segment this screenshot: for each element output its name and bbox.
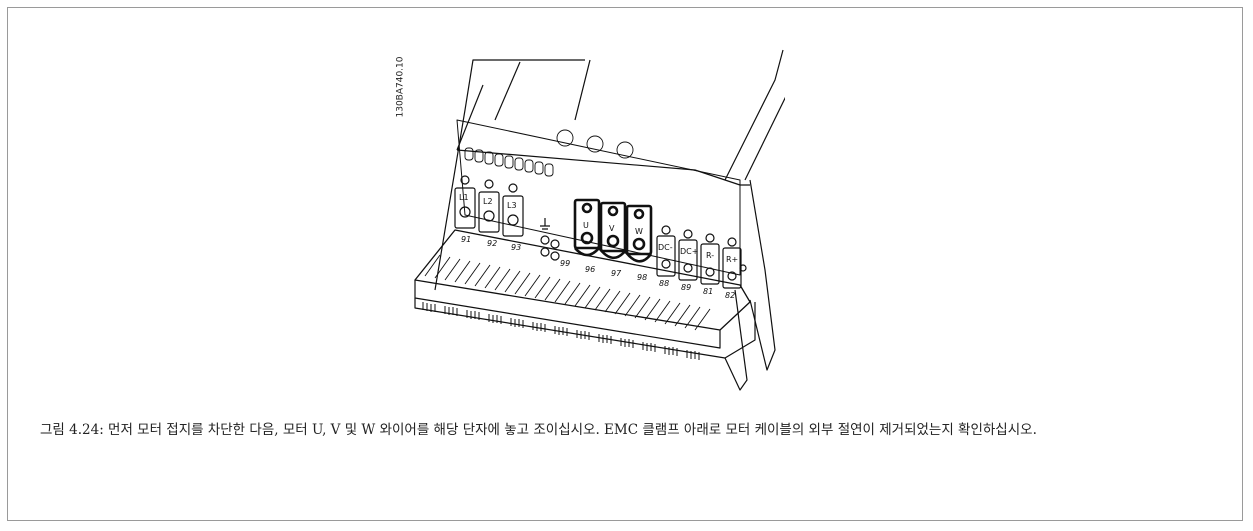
cabinet-right-edge-2	[744, 96, 785, 181]
terminal-number: 93	[511, 243, 521, 252]
terminal-label: L1	[459, 193, 469, 202]
cabinet-right-side	[749, 179, 776, 371]
terminal-number: 98	[637, 273, 647, 282]
dc-brake-terminals	[656, 225, 742, 289]
earth-terminal	[540, 218, 560, 261]
cabinet-right-edge	[724, 49, 784, 181]
mains-terminals	[454, 175, 524, 237]
terminal-number: 97	[611, 269, 622, 278]
terminal-number: 88	[659, 279, 669, 288]
drive-illustration: L1 L2 L3 91 92 93 99 U V W 96 97 9	[395, 40, 785, 405]
terminal-number: 89	[681, 283, 691, 292]
base-bracket	[724, 289, 748, 391]
deck-front	[414, 280, 721, 349]
terminal-label: DC+	[680, 247, 698, 256]
terminal-number: 99	[560, 259, 570, 268]
cabinet-line	[574, 59, 591, 121]
drive-drawing: L1 L2 L3 91 92 93 99 U V W 96 97 9	[414, 49, 785, 391]
motor-terminals	[573, 198, 653, 263]
terminal-label: R+	[726, 255, 738, 264]
mains-labels: L1 L2 L3 91 92 93	[459, 193, 521, 252]
vent-holes	[464, 129, 634, 177]
cabinet-line	[456, 84, 484, 151]
terminal-label: U	[583, 221, 589, 230]
dc-brake-labels: DC- DC+ R- R+ 88 89 81 82	[658, 243, 738, 300]
terminal-number: 81	[703, 287, 713, 296]
terminal-label: R-	[706, 251, 714, 260]
mounting-hole	[739, 264, 747, 272]
top-panel-edge	[456, 149, 750, 186]
figure-frame	[7, 7, 1243, 521]
terminal-label: DC-	[658, 243, 673, 252]
figure-caption: 그림 4.24: 먼저 모터 접지를 차단한 다음, 모터 U, V 및 W 와…	[40, 422, 1037, 438]
terminal-number: 91	[461, 235, 471, 244]
terminal-label: W	[635, 227, 643, 236]
terminal-number: 82	[725, 291, 735, 300]
terminal-label: V	[609, 224, 615, 233]
terminal-deck	[414, 229, 751, 331]
deck-hatching	[424, 254, 711, 331]
terminal-number: 92	[487, 239, 497, 248]
cabinet-left-edge	[434, 59, 585, 291]
cabinet-line	[494, 61, 521, 121]
terminal-label: L2	[483, 197, 493, 206]
motor-labels: U V W 96 97 98	[583, 221, 647, 282]
base-slots	[422, 302, 700, 360]
terminal-label: L3	[507, 201, 517, 210]
terminal-number: 96	[585, 265, 595, 274]
